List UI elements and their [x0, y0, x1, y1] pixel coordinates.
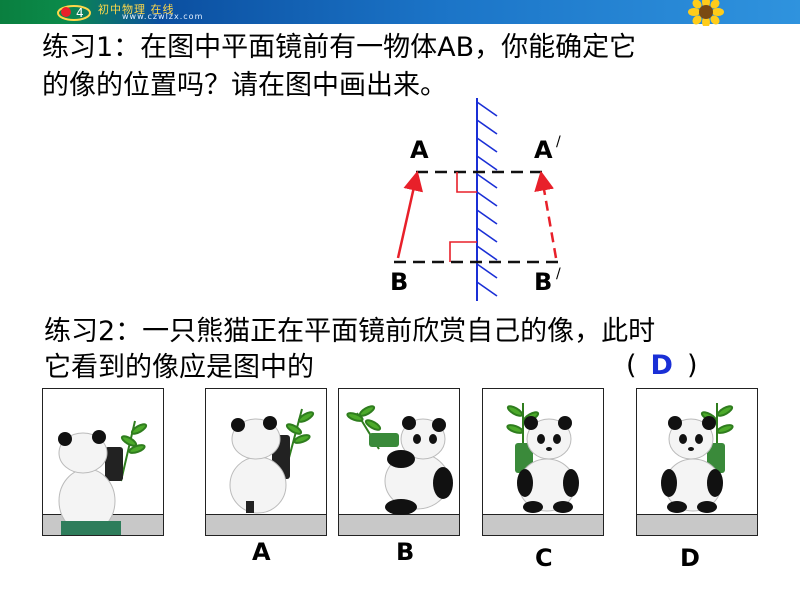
label-a: A — [410, 136, 429, 164]
answer-bracket: ( D) — [626, 350, 698, 382]
mirror-hatching — [476, 101, 498, 297]
site-url: www.czwlzx.com — [122, 12, 204, 21]
site-name: 初中物理 在线 — [98, 3, 175, 16]
image-arrow-ab — [534, 170, 558, 259]
panda-reference-image — [42, 388, 164, 536]
mirror-floor — [637, 514, 757, 535]
right-angle-marker-a — [456, 172, 477, 193]
option-a-image[interactable] — [205, 388, 327, 536]
exercise1-line1: 练习1：在图中平面镜前有一物体AB，你能确定它 — [42, 32, 637, 63]
option-b-image[interactable] — [338, 388, 460, 536]
mirror-floor — [483, 514, 603, 535]
exercise1-line2: 的像的位置吗？请在图中画出来。 — [42, 70, 447, 101]
option-c-label[interactable]: C — [535, 544, 553, 572]
site-logo-icon: 4 — [57, 5, 91, 21]
option-d-label[interactable]: D — [680, 544, 700, 572]
label-b: B — [390, 268, 408, 296]
bracket-close: ) — [686, 350, 698, 381]
option-d-image[interactable] — [636, 388, 758, 536]
label-b-image-prime: / — [556, 266, 561, 282]
exercise2-line1: 练习2：一只熊猫正在平面镜前欣赏自己的像，此时 — [44, 316, 656, 347]
bracket-open: ( — [626, 350, 637, 381]
mirror-diagram: A A / B B / — [390, 98, 561, 301]
panda-front-icon — [506, 403, 579, 513]
right-angle-marker-b — [449, 241, 477, 262]
svg-text:4: 4 — [76, 6, 84, 20]
option-c-image[interactable] — [482, 388, 604, 536]
header-banner: 4 初中物理 在线 www.czwlzx.com — [0, 0, 800, 26]
sunflower-icon — [688, 0, 724, 26]
label-a-image: A — [534, 136, 553, 164]
panda-front-mirrored-icon — [661, 403, 734, 513]
object-arrow-ab — [396, 170, 424, 259]
panda-back-icon — [58, 420, 148, 535]
option-a-label[interactable]: A — [252, 538, 271, 566]
option-b-label[interactable]: B — [396, 538, 415, 566]
label-a-image-prime: / — [556, 134, 561, 150]
label-b-image: B — [534, 268, 552, 296]
panda-back-icon — [229, 408, 315, 514]
mirror-floor — [206, 514, 326, 535]
exercise2-line2: 它看到的像应是图中的 — [44, 352, 314, 383]
answer-value: D — [650, 350, 673, 381]
panda-front-left-icon — [346, 405, 453, 515]
